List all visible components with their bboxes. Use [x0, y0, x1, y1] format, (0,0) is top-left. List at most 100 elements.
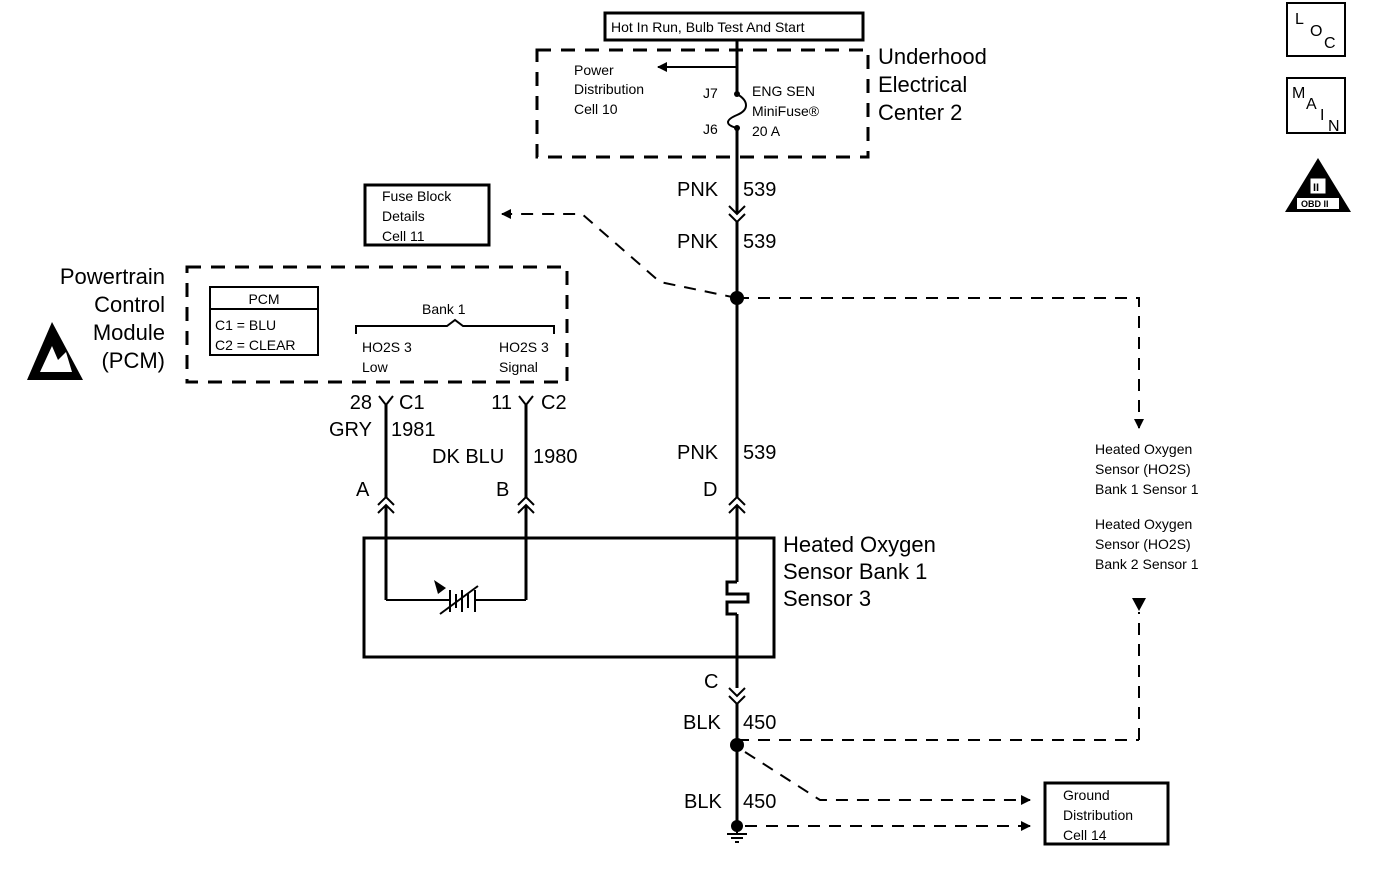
ground-symbol	[727, 826, 747, 843]
svg-text:Heated Oxygen: Heated Oxygen	[1095, 516, 1192, 532]
wire-color-gry: GRY	[329, 419, 372, 441]
pin-ho2s-signal: HO2S 3 Signal	[499, 339, 549, 375]
svg-text:(PCM): (PCM)	[101, 348, 165, 373]
connector-d-label: D	[703, 479, 717, 501]
esd-warning-icon	[27, 322, 83, 380]
svg-text:Power: Power	[574, 62, 614, 78]
svg-text:20 A: 20 A	[752, 123, 781, 139]
wire-num-blk-2: 450	[743, 791, 776, 813]
fuse-label: ENG SEN MiniFuse® 20 A	[752, 83, 820, 139]
pcm-boundary	[185, 265, 569, 384]
svg-text:C: C	[1324, 35, 1336, 52]
c2-connector: C2	[541, 392, 567, 414]
svg-text:Low: Low	[362, 359, 389, 375]
svg-text:A: A	[1306, 96, 1317, 113]
svg-text:O: O	[1310, 23, 1322, 40]
splice-blk	[730, 738, 744, 752]
pin-ho2s-low: HO2S 3 Low	[362, 339, 412, 375]
wire-color-pnk-2: PNK	[677, 231, 719, 253]
svg-text:Cell 10: Cell 10	[574, 101, 618, 117]
fuse-block-ref-line	[501, 209, 738, 299]
ground-dist-ref-line-1	[744, 751, 1031, 805]
supply-label-box	[603, 11, 865, 42]
svg-text:Center 2: Center 2	[878, 100, 962, 125]
svg-text:Cell 14: Cell 14	[1063, 827, 1107, 843]
c2-pin-symbol	[518, 395, 534, 407]
svg-text:OBD II: OBD II	[1301, 199, 1329, 209]
bank-label: Bank 1	[422, 301, 466, 317]
other-sensor-1-label[interactable]: Heated Oxygen Sensor (HO2S) Bank 1 Senso…	[1095, 441, 1199, 497]
oxygen-sensing-element	[386, 580, 526, 615]
obd-ii-icon[interactable]: II OBD II	[1285, 158, 1351, 212]
svg-text:N: N	[1328, 118, 1340, 135]
svg-text:PCM: PCM	[248, 291, 279, 307]
connector-c-label: C	[704, 671, 718, 693]
svg-text:ENG SEN: ENG SEN	[752, 83, 815, 99]
loc-icon[interactable]: L O C	[1286, 2, 1346, 57]
svg-text:C2 = CLEAR: C2 = CLEAR	[215, 337, 296, 353]
wire-num-blk-1: 450	[743, 712, 776, 734]
heater-element	[725, 540, 750, 688]
svg-text:Heated Oxygen: Heated Oxygen	[783, 532, 936, 557]
svg-text:Control: Control	[94, 292, 165, 317]
wire-color-dk-blu: DK BLU	[432, 446, 504, 468]
ground-distribution-box[interactable]	[1043, 781, 1170, 846]
sensor-title: Heated Oxygen Sensor Bank 1 Sensor 3	[783, 532, 936, 611]
wire-color-pnk-3: PNK	[677, 442, 719, 464]
wire-num-pnk-1: 539	[743, 179, 776, 201]
c1-connector: C1	[399, 392, 425, 414]
wire-num-gry: 1981	[391, 419, 436, 441]
svg-text:Sensor Bank 1: Sensor Bank 1	[783, 559, 927, 584]
svg-text:M: M	[1292, 85, 1305, 102]
wire-num-dk-blu: 1980	[533, 446, 578, 468]
svg-text:HO2S 3: HO2S 3	[499, 339, 549, 355]
svg-text:MiniFuse®: MiniFuse®	[752, 103, 820, 119]
svg-text:C1 = BLU: C1 = BLU	[215, 317, 276, 333]
c1-pin-number: 28	[350, 392, 372, 414]
pcm-connector-table: PCM C1 = BLU C2 = CLEAR	[209, 286, 319, 356]
terminal-j7: J7	[703, 85, 718, 101]
svg-text:I: I	[1320, 107, 1324, 124]
svg-text:Distribution: Distribution	[1063, 807, 1133, 823]
svg-text:Underhood: Underhood	[878, 44, 987, 69]
supply-label: Hot In Run, Bulb Test And Start	[611, 19, 805, 35]
sensor-box	[362, 536, 776, 659]
main-icon[interactable]: M A I N	[1286, 77, 1346, 135]
wire-color-pnk-1: PNK	[677, 179, 719, 201]
uec2-title: Underhood Electrical Center 2	[878, 44, 987, 125]
other-sensor-2-label[interactable]: Heated Oxygen Sensor (HO2S) Bank 2 Senso…	[1095, 516, 1199, 572]
fuse-block-details-box[interactable]	[363, 183, 491, 247]
connector-c-symbol	[728, 687, 746, 706]
bank-bracket	[355, 318, 555, 334]
svg-text:Ground: Ground	[1063, 787, 1110, 803]
svg-text:Sensor (HO2S): Sensor (HO2S)	[1095, 536, 1191, 552]
wire-num-pnk-3: 539	[743, 442, 776, 464]
connector-b-label: B	[496, 479, 509, 501]
svg-text:Details: Details	[382, 208, 425, 224]
wire-num-pnk-2: 539	[743, 231, 776, 253]
svg-text:Fuse Block: Fuse Block	[382, 188, 452, 204]
svg-text:Electrical: Electrical	[878, 72, 967, 97]
svg-text:Sensor (HO2S): Sensor (HO2S)	[1095, 461, 1191, 477]
svg-text:Signal: Signal	[499, 359, 538, 375]
svg-text:Module: Module	[93, 320, 165, 345]
power-distribution-ref[interactable]: Power Distribution Cell 10	[574, 62, 644, 117]
c2-pin-number: 11	[491, 392, 512, 414]
wire-color-blk-1: BLK	[683, 712, 721, 734]
terminal-j6: J6	[703, 121, 718, 137]
ground-distribution-label: Ground Distribution Cell 14	[1063, 787, 1133, 843]
svg-text:Cell 11: Cell 11	[382, 228, 425, 244]
c1-pin-symbol	[378, 395, 394, 407]
fuse-block-details-label: Fuse Block Details Cell 11	[382, 188, 452, 244]
svg-text:Sensor 3: Sensor 3	[783, 586, 871, 611]
other-sensors-ref-line	[737, 297, 1144, 429]
svg-text:Powertrain: Powertrain	[60, 264, 165, 289]
connector-a-label: A	[356, 479, 370, 501]
other-sensors-ground-arrow	[1132, 598, 1146, 611]
pcm-title: Powertrain Control Module (PCM)	[60, 264, 165, 373]
svg-text:Distribution: Distribution	[574, 81, 644, 97]
svg-text:HO2S 3: HO2S 3	[362, 339, 412, 355]
svg-text:L: L	[1295, 11, 1304, 28]
uec2-boundary	[535, 48, 870, 159]
